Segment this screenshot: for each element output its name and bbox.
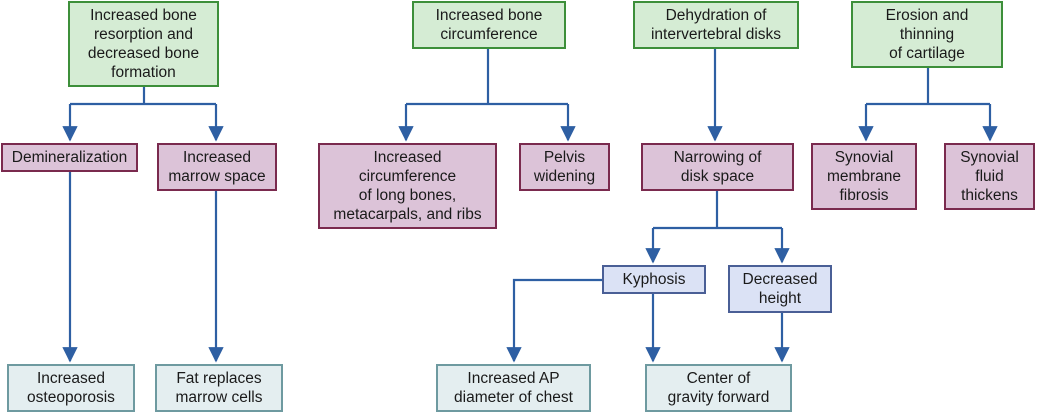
node-long-bones: Increased circumference of long bones, m… [318,143,497,229]
arrow-to-ap-diameter [506,278,602,363]
node-disk-dehydration: Dehydration of intervertebral disks [633,1,799,49]
node-synovial-fibrosis: Synovial membrane fibrosis [811,143,917,210]
node-decreased-height: Decreased height [728,265,832,313]
node-ap-diameter: Increased AP diameter of chest [436,364,591,412]
node-bone-resorption: Increased bone resorption and decreased … [68,1,219,87]
node-center-gravity: Center of gravity forward [645,364,792,412]
node-osteoporosis: Increased osteoporosis [7,364,135,412]
node-kyphosis: Kyphosis [602,265,706,294]
node-fat-marrow: Fat replaces marrow cells [155,364,283,412]
node-synovial-fluid: Synovial fluid thickens [944,143,1035,210]
node-demineralization: Demineralization [1,143,138,172]
node-bone-circumference: Increased bone circumference [412,1,566,49]
node-marrow-space: Increased marrow space [157,143,277,191]
node-cartilage-erosion: Erosion and thinning of cartilage [851,1,1003,68]
node-disk-space: Narrowing of disk space [641,143,794,191]
node-pelvis: Pelvis widening [519,143,610,191]
